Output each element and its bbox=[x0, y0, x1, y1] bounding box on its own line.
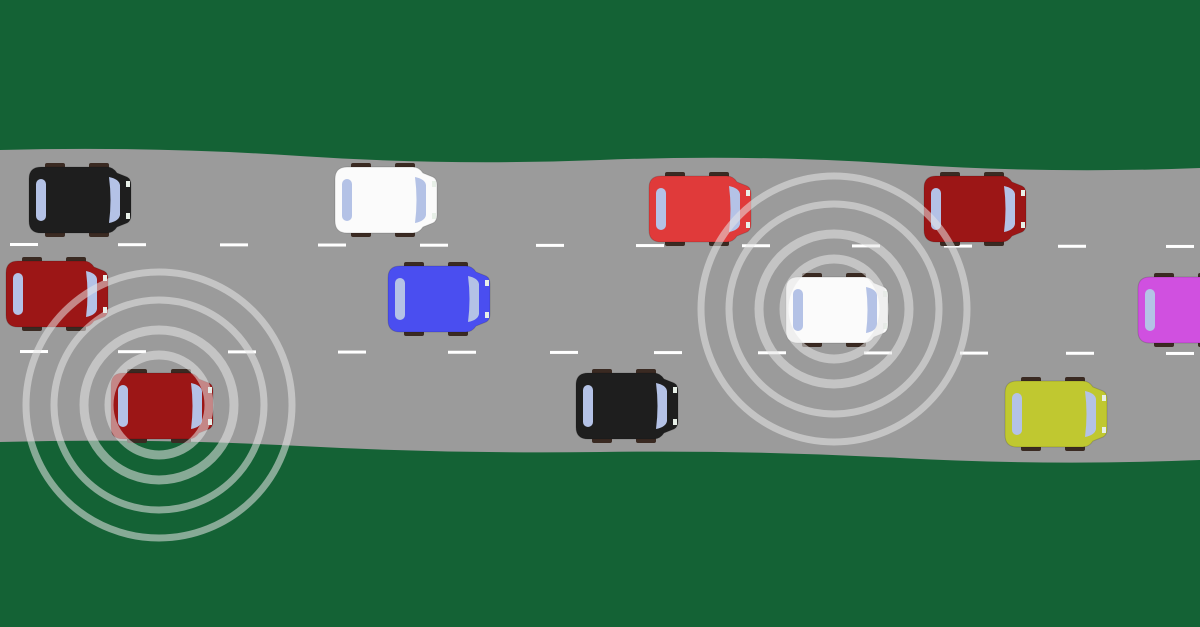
rear-window bbox=[395, 278, 405, 320]
headlight bbox=[103, 275, 107, 281]
windshield bbox=[415, 177, 426, 223]
windshield bbox=[866, 287, 877, 333]
lane-dash bbox=[654, 351, 682, 355]
lane-dash bbox=[960, 351, 988, 355]
lane-dash bbox=[536, 243, 564, 247]
lane-dash bbox=[944, 244, 972, 248]
lane-dash bbox=[1066, 351, 1094, 355]
windshield bbox=[109, 177, 120, 223]
rear-window bbox=[1145, 289, 1155, 331]
rear-window bbox=[13, 273, 23, 315]
lane-dash bbox=[742, 244, 770, 248]
signal-ring bbox=[104, 350, 214, 460]
headlight bbox=[746, 190, 750, 196]
rear-window bbox=[1012, 393, 1022, 435]
signal-rings bbox=[22, 172, 971, 542]
lane-dash bbox=[636, 244, 664, 248]
headlight bbox=[1102, 395, 1106, 401]
car-body bbox=[387, 265, 491, 333]
lane-dash bbox=[10, 243, 38, 247]
rear-window bbox=[342, 179, 352, 221]
headlight bbox=[126, 213, 130, 219]
lane-dash bbox=[1058, 244, 1086, 248]
headlight bbox=[673, 387, 677, 393]
headlight bbox=[1021, 190, 1025, 196]
lane-dash bbox=[864, 351, 892, 355]
lane-dash bbox=[318, 243, 346, 247]
lane-dash bbox=[448, 350, 476, 354]
lane-dash bbox=[420, 243, 448, 247]
car bbox=[575, 369, 679, 443]
lane-dash bbox=[220, 243, 248, 247]
headlight bbox=[432, 213, 436, 219]
signal-ring bbox=[79, 325, 239, 485]
headlight bbox=[1102, 427, 1106, 433]
lane-dash bbox=[118, 350, 146, 354]
lane-dash bbox=[1166, 244, 1194, 248]
car bbox=[1004, 377, 1108, 451]
windshield bbox=[191, 383, 202, 429]
rear-window bbox=[36, 179, 46, 221]
signal-ring bbox=[22, 268, 296, 542]
lane-dash bbox=[228, 350, 256, 354]
car bbox=[1137, 273, 1200, 347]
car bbox=[785, 273, 889, 347]
car-body bbox=[1004, 380, 1108, 448]
rear-window bbox=[118, 385, 128, 427]
headlight bbox=[432, 181, 436, 187]
headlight bbox=[1021, 222, 1025, 228]
signal-ring bbox=[697, 172, 971, 446]
signal-ring bbox=[725, 200, 943, 418]
rear-window bbox=[656, 188, 666, 230]
headlight bbox=[485, 280, 489, 286]
car-body bbox=[923, 175, 1027, 243]
signal-ring bbox=[754, 229, 914, 389]
windshield bbox=[656, 383, 667, 429]
car-body bbox=[648, 175, 752, 243]
windshield bbox=[1004, 186, 1015, 232]
car bbox=[648, 172, 752, 246]
windshield bbox=[1085, 391, 1096, 437]
headlight bbox=[126, 181, 130, 187]
rear-window bbox=[583, 385, 593, 427]
car-body bbox=[28, 166, 132, 234]
car bbox=[923, 172, 1027, 246]
lane-dash bbox=[1166, 351, 1194, 355]
headlight bbox=[485, 312, 489, 318]
car bbox=[334, 163, 438, 237]
car bbox=[28, 163, 132, 237]
lane-dash bbox=[118, 243, 146, 247]
headlight bbox=[746, 222, 750, 228]
car-body bbox=[334, 166, 438, 234]
rear-window bbox=[793, 289, 803, 331]
car-body bbox=[575, 372, 679, 440]
lane-dash bbox=[550, 350, 578, 354]
windshield bbox=[468, 276, 479, 322]
signal-ring bbox=[779, 254, 889, 364]
signal-ring bbox=[50, 296, 268, 514]
headlight bbox=[103, 307, 107, 313]
headlight bbox=[673, 419, 677, 425]
cars bbox=[5, 163, 1200, 451]
lane-dash bbox=[338, 350, 366, 354]
car bbox=[387, 262, 491, 336]
